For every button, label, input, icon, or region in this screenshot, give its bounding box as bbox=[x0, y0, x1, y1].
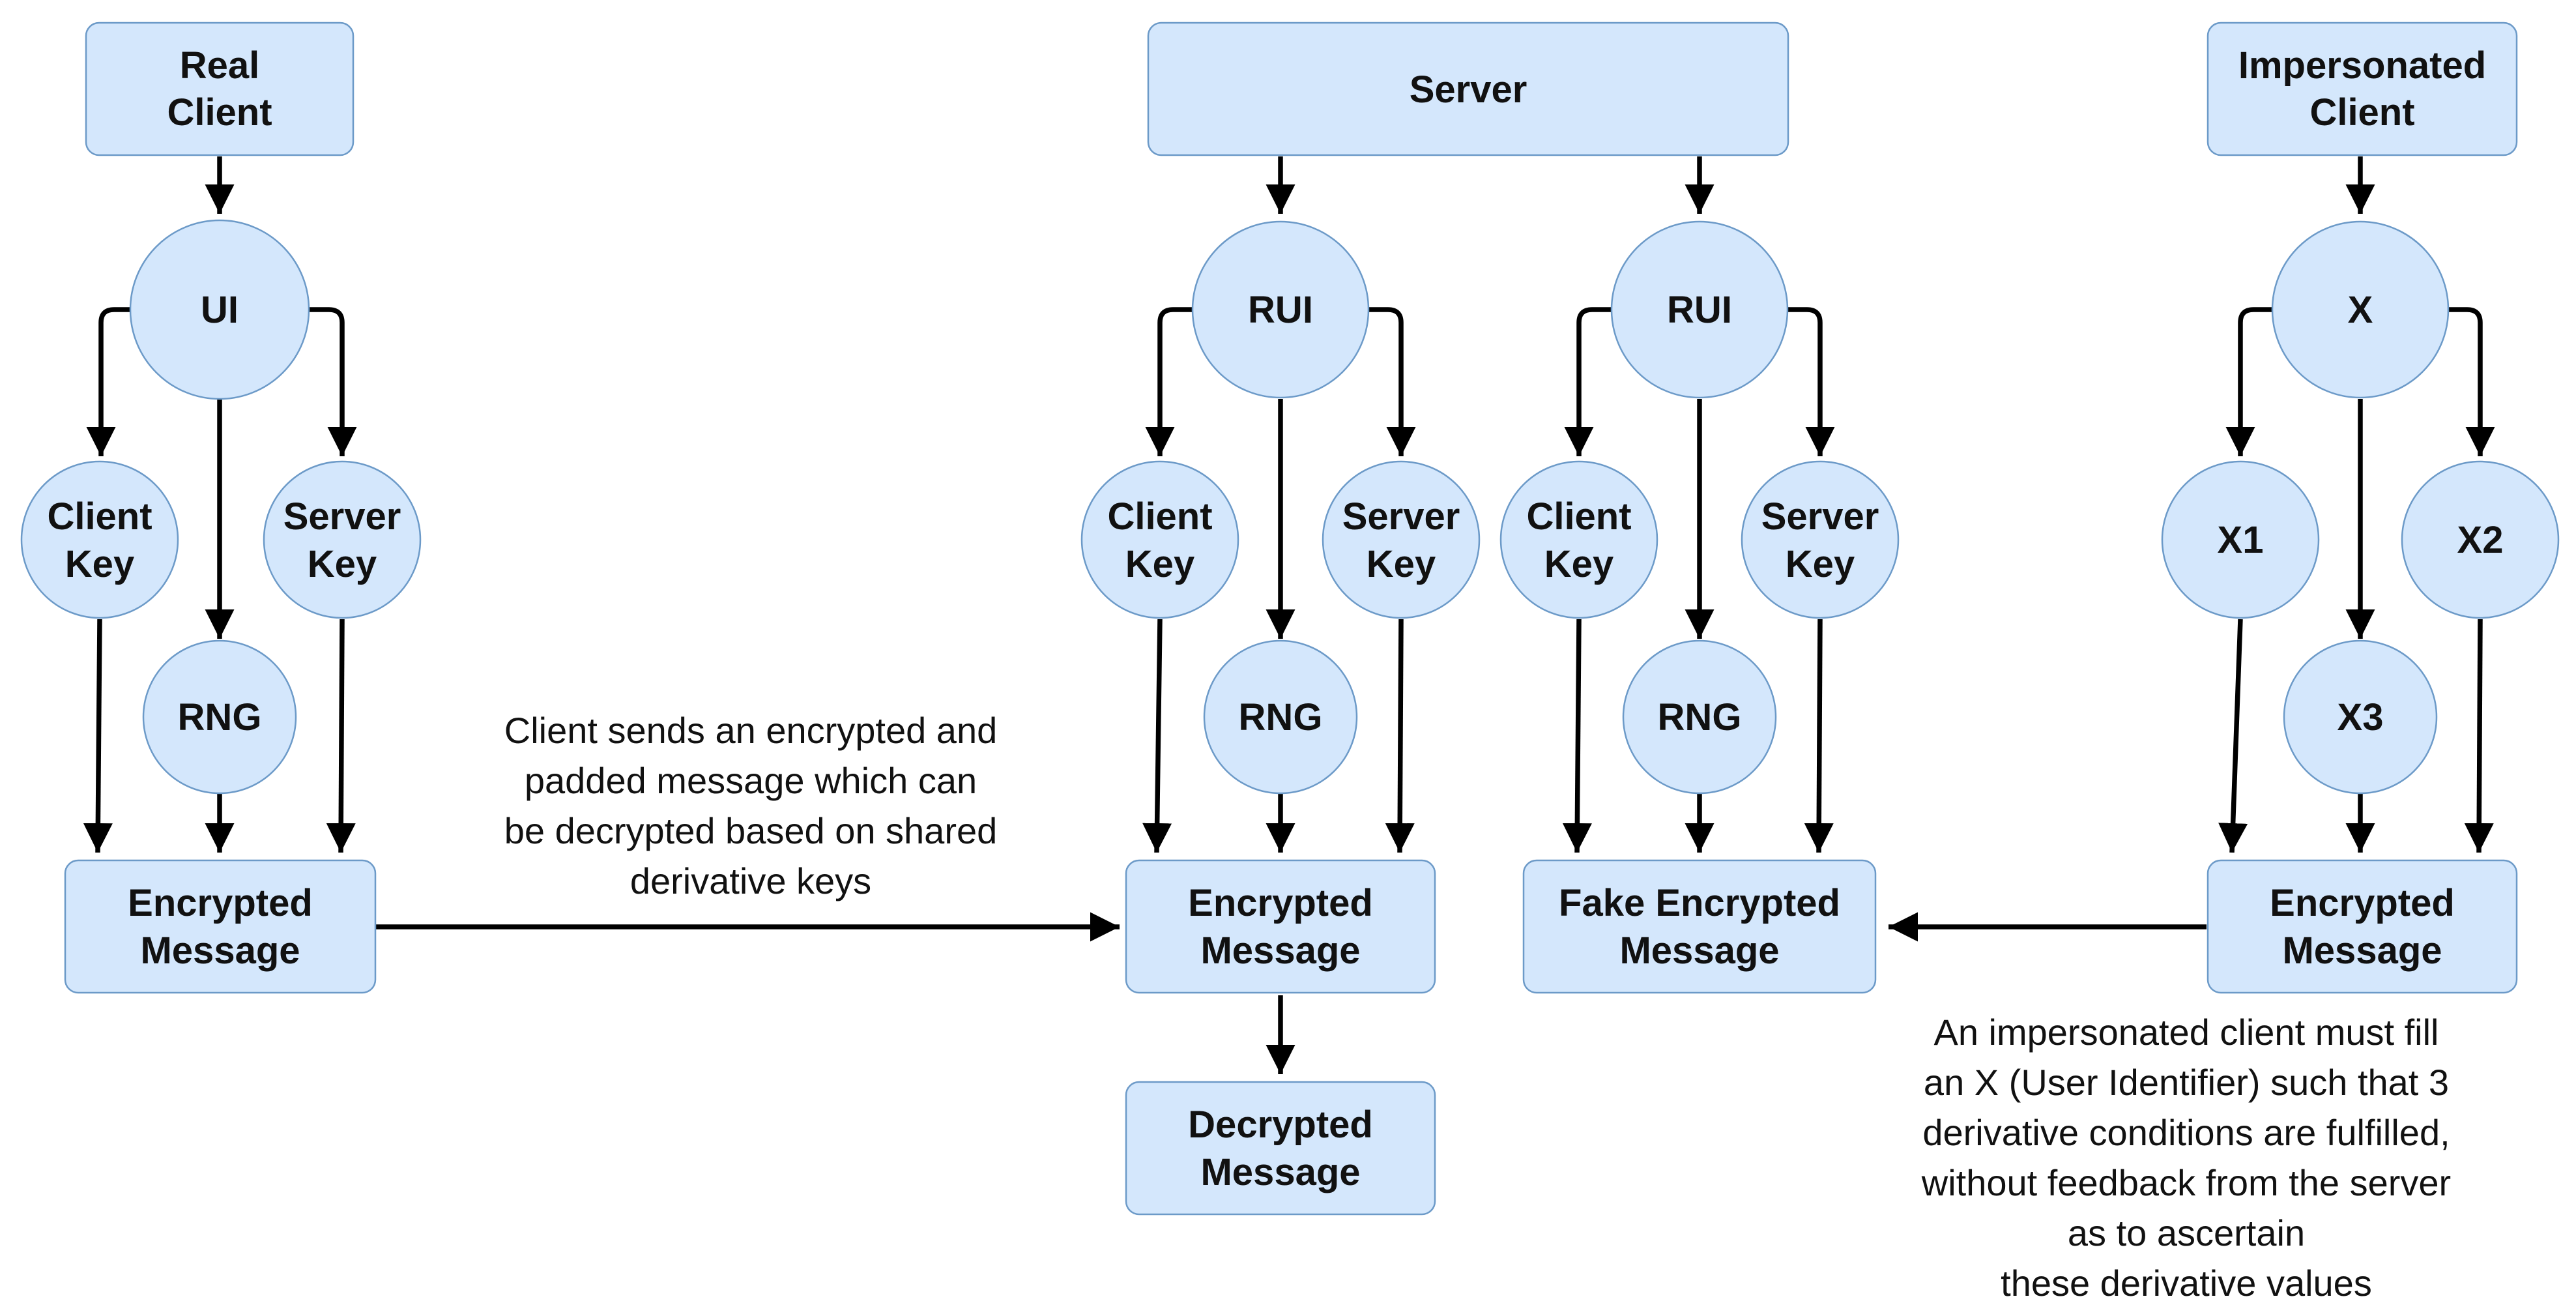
send-note-line1: Client sends an encrypted and bbox=[504, 710, 998, 751]
rui-b-label: RUI bbox=[1667, 289, 1732, 331]
client-key-a-label-line2: Key bbox=[1125, 543, 1194, 585]
rng-node-label: RNG bbox=[178, 696, 262, 738]
server-key-b-label-line2: Key bbox=[1786, 543, 1855, 585]
edge-x2-to-encrypted bbox=[2464, 619, 2494, 853]
client-key-label-line1: Client bbox=[47, 495, 152, 538]
impersonated-client-label-line1: Impersonated bbox=[2238, 44, 2486, 87]
impersonated-encrypted-label-line1: Encrypted bbox=[2270, 882, 2455, 924]
send-note-line3: be decrypted based on shared bbox=[504, 810, 998, 851]
impersonate-note-line3: derivative conditions are fulfilled, bbox=[1922, 1112, 2450, 1153]
rng-b-label: RNG bbox=[1658, 696, 1742, 738]
edge-rui-b-to-client-key-b bbox=[1564, 307, 1612, 456]
client-key-node: Client Key bbox=[20, 460, 179, 619]
real-client-box: Real Client bbox=[85, 22, 355, 156]
ui-node-label: UI bbox=[201, 289, 239, 331]
rui-node-b: RUI bbox=[1610, 220, 1789, 399]
x1-node-label: X1 bbox=[2218, 519, 2264, 561]
decrypted-label-line1: Decrypted bbox=[1188, 1104, 1373, 1146]
edge-x-to-x1 bbox=[2225, 307, 2273, 456]
client-key-node-b: Client Key bbox=[1499, 460, 1658, 619]
edge-ui-to-client-key bbox=[86, 307, 132, 456]
server-encrypted-message-box: Encrypted Message bbox=[1125, 859, 1436, 994]
edge-x-to-x2 bbox=[2448, 307, 2495, 456]
rui-node-a: RUI bbox=[1191, 220, 1370, 399]
edge-server-key-b-to-fake bbox=[1804, 619, 1834, 853]
x2-node: X2 bbox=[2401, 460, 2560, 619]
edge-client-key-to-encrypted bbox=[83, 619, 113, 853]
rui-a-label: RUI bbox=[1248, 289, 1313, 331]
server-label: Server bbox=[1410, 68, 1527, 111]
edge-server-key-to-encrypted bbox=[326, 619, 356, 853]
impersonated-encrypted-message-box: Encrypted Message bbox=[2207, 859, 2518, 994]
fake-encrypted-label-line2: Message bbox=[1619, 929, 1779, 972]
impersonated-client-label-line2: Client bbox=[2309, 91, 2414, 134]
edge-client-key-a-to-encrypted bbox=[1142, 619, 1172, 853]
impersonate-note-line6: these derivative values bbox=[2001, 1263, 2372, 1304]
rng-node-a: RNG bbox=[1203, 639, 1358, 795]
impersonated-client-box: Impersonated Client bbox=[2207, 22, 2518, 156]
server-key-label-line2: Key bbox=[308, 543, 377, 585]
server-key-node-a: Server Key bbox=[1322, 460, 1481, 619]
edge-rui-b-to-server-key-b bbox=[1787, 307, 1835, 456]
x3-node-label: X3 bbox=[2337, 696, 2384, 738]
x3-node: X3 bbox=[2283, 639, 2438, 795]
fake-encrypted-label-line1: Fake Encrypted bbox=[1559, 882, 1840, 924]
edge-rui-a-to-server-key-a bbox=[1368, 307, 1416, 456]
server-box: Server bbox=[1147, 22, 1789, 156]
server-encrypted-label-line1: Encrypted bbox=[1188, 882, 1373, 924]
server-key-a-label-line1: Server bbox=[1342, 495, 1460, 538]
x2-node-label: X2 bbox=[2457, 519, 2504, 561]
send-note-line4: derivative keys bbox=[630, 860, 871, 901]
send-note-line2: padded message which can bbox=[525, 760, 977, 801]
real-encrypted-label-line2: Message bbox=[140, 929, 300, 972]
server-key-a-label-line2: Key bbox=[1367, 543, 1436, 585]
client-key-b-label-line1: Client bbox=[1526, 495, 1631, 538]
impersonate-note-line4: without feedback from the server bbox=[1921, 1162, 2451, 1203]
decrypted-label-line2: Message bbox=[1200, 1151, 1360, 1193]
real-client-label-line2: Client bbox=[167, 91, 272, 134]
edge-client-key-b-to-fake bbox=[1562, 619, 1592, 853]
x-node: X bbox=[2271, 220, 2450, 399]
edge-x1-to-encrypted bbox=[2218, 619, 2248, 853]
x1-node: X1 bbox=[2161, 460, 2320, 619]
edge-ui-to-server-key bbox=[310, 307, 357, 456]
server-key-node: Server Key bbox=[263, 460, 422, 619]
edge-server-key-a-to-encrypted bbox=[1385, 619, 1415, 853]
client-key-a-label-line1: Client bbox=[1107, 495, 1212, 538]
real-encrypted-message-box: Encrypted Message bbox=[64, 859, 377, 994]
real-client-label-line1: Real bbox=[180, 44, 260, 87]
decrypted-message-box: Decrypted Message bbox=[1125, 1081, 1436, 1216]
impersonate-note: An impersonated client must fill an X (U… bbox=[1921, 1012, 2451, 1304]
impersonate-note-line1: An impersonated client must fill bbox=[1933, 1012, 2439, 1053]
server-encrypted-label-line2: Message bbox=[1200, 929, 1360, 972]
rng-node: RNG bbox=[142, 639, 297, 795]
server-key-node-b: Server Key bbox=[1741, 460, 1900, 619]
rng-node-b: RNG bbox=[1622, 639, 1777, 795]
server-key-label-line1: Server bbox=[283, 495, 401, 538]
edges bbox=[83, 156, 2495, 1074]
client-key-b-label-line2: Key bbox=[1544, 543, 1614, 585]
fake-encrypted-message-box: Fake Encrypted Message bbox=[1522, 859, 1877, 994]
impersonated-encrypted-label-line2: Message bbox=[2282, 929, 2442, 972]
impersonate-note-line5: as to ascertain bbox=[2068, 1212, 2305, 1253]
client-key-label-line2: Key bbox=[65, 543, 134, 585]
server-key-b-label-line1: Server bbox=[1761, 495, 1879, 538]
edge-rui-a-to-client-key-a bbox=[1145, 307, 1193, 456]
rng-a-label: RNG bbox=[1239, 696, 1323, 738]
client-key-node-a: Client Key bbox=[1080, 460, 1239, 619]
ui-node: UI bbox=[129, 219, 310, 400]
x-node-label: X bbox=[2348, 289, 2373, 331]
impersonate-note-line2: an X (User Identifier) such that 3 bbox=[1924, 1062, 2449, 1103]
real-encrypted-label-line1: Encrypted bbox=[128, 882, 313, 924]
send-note: Client sends an encrypted and padded mes… bbox=[504, 710, 998, 901]
